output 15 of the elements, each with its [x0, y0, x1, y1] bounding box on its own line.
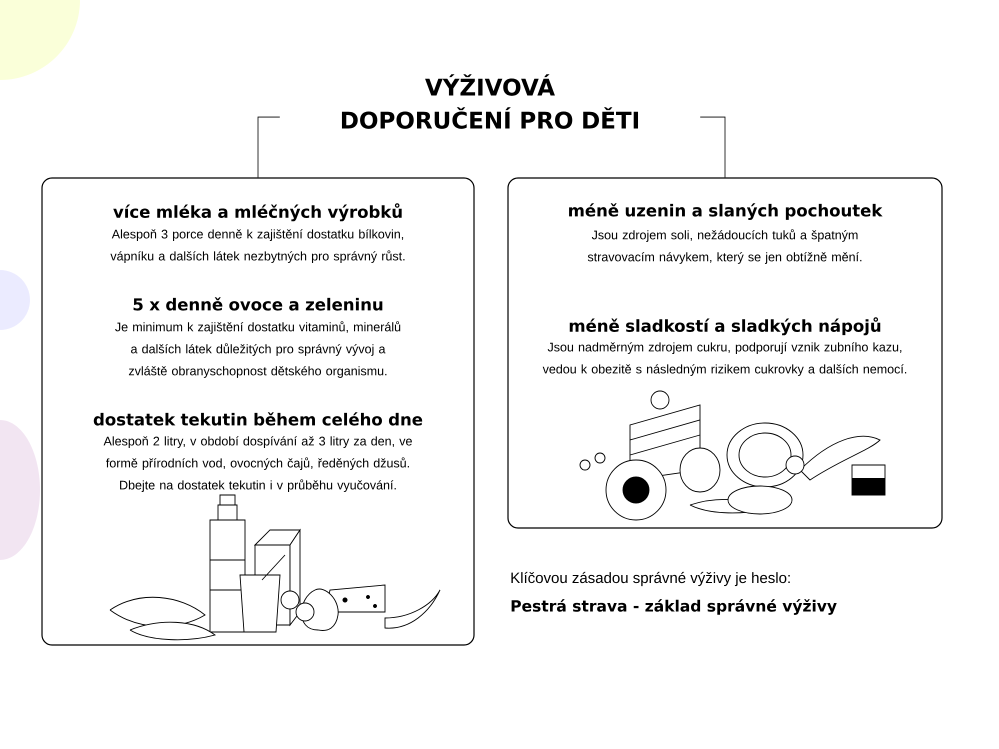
body-text: Alespoň 3 porce denně k zajištění dostatku bílkovin, vápníku a dalších látek nezbytných pro správný růst. [110, 229, 404, 263]
heading: dostatek tekutin během celého dne [94, 412, 422, 426]
title: VÝŽIVOVÁ DOPORUČENÍ PRO DĚTI [342, 74, 638, 129]
body-text: Jsou nadměrným zdrojem cukru, podporují vznik zubního kazu, vedou k obezitě s následným rizikem cukrovky a dalších nemocí. [542, 342, 906, 376]
heading: méně sladkostí a sladkých nápojů [570, 317, 880, 336]
body-text: Alespoň 2 litry, v období dospívání až 3 litry za den, ve formě přírodních vod, ovocných čajů, ředěných džusů. Dbejte na dostatek tekutin i v průběhu vyučování. [104, 436, 412, 492]
heading: méně uzenin a slaných pochoutek [569, 203, 883, 220]
body-text: Je minimum k zajištění dostatku vitaminů, minerálů a dalších látek důležitých pro správný vývoj a zvláště obranyschopnost dětského organismu. [115, 321, 400, 378]
note-text: Klíčovou zásadou správné výživy je heslo: [511, 572, 790, 586]
body-text: Jsou zdrojem soli, nežádoucích tuků a špatným stravovacím návykem, který se jen obtížně mění. [588, 229, 862, 264]
heading: více mléka a mléčných výrobků [113, 203, 402, 222]
heading: 5 x denně ovoce a zeleninu [134, 297, 382, 311]
connector-line [700, 116, 726, 178]
connector-line [258, 116, 280, 178]
note-text: Pestrá strava - základ správné výživy [512, 599, 837, 615]
